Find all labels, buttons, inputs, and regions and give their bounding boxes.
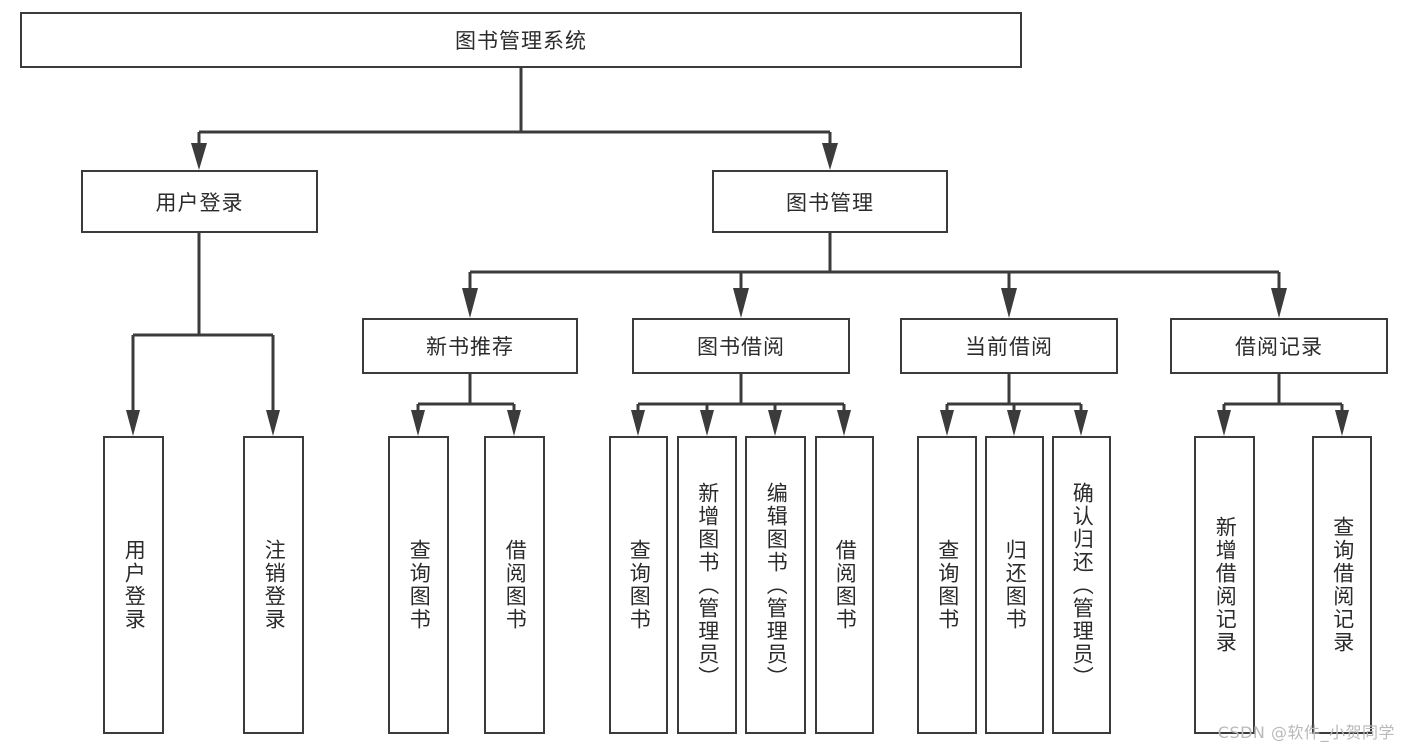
arrowhead-leaf-return-book: [1007, 410, 1021, 436]
node-new-book-rec-label: 新书推荐: [426, 335, 514, 359]
node-user-login-label: 用户登录: [155, 190, 244, 215]
arrowhead-leaf-borrow-book-rec: [507, 410, 521, 436]
arrowhead-leaf-query-book-borrow: [631, 410, 645, 436]
node-leaf-user-login-label: 用户登录: [122, 539, 147, 631]
node-leaf-query-book-rec[interactable]: 查询图书: [388, 436, 449, 734]
arrowhead-current-borrow: [1001, 288, 1017, 318]
node-book-manage[interactable]: 图书管理: [712, 170, 948, 233]
node-user-login[interactable]: 用户登录: [81, 170, 318, 233]
arrowhead-leaf-add-record: [1217, 410, 1231, 436]
arrowhead-book-borrow: [733, 288, 749, 318]
arrowhead-leaf-query-record: [1335, 410, 1349, 436]
node-leaf-add-record[interactable]: 新增借阅记录: [1194, 436, 1255, 734]
node-leaf-add-record-label: 新增借阅记录: [1213, 516, 1238, 654]
node-root-label: 图书管理系统: [455, 29, 587, 53]
node-leaf-borrow-book-rec-label: 借阅图书: [503, 539, 528, 631]
arrowhead-leaf-query-book-rec: [411, 410, 425, 436]
arrowhead-leaf-edit-book: [768, 410, 782, 436]
node-leaf-return-book[interactable]: 归还图书: [985, 436, 1044, 734]
arrowhead-leaf-confirm-return: [1074, 410, 1088, 436]
node-leaf-query-book-rec-label: 查询图书: [407, 539, 432, 631]
node-leaf-add-book[interactable]: 新增图书（管理员）: [677, 436, 737, 734]
node-leaf-edit-book-label: 编辑图书（管理员）: [764, 481, 789, 689]
arrowhead-book-manage: [822, 143, 838, 170]
arrowhead-borrow-record: [1271, 288, 1287, 318]
node-book-borrow[interactable]: 图书借阅: [632, 318, 850, 374]
node-leaf-edit-book[interactable]: 编辑图书（管理员）: [745, 436, 806, 734]
connector-lines: [131, 68, 1344, 410]
node-current-borrow[interactable]: 当前借阅: [900, 318, 1118, 374]
arrowhead-user-login: [191, 143, 207, 170]
node-new-book-rec[interactable]: 新书推荐: [362, 318, 578, 374]
node-leaf-query-book-current-label: 查询图书: [935, 539, 960, 631]
arrowhead-leaf-borrow-book: [837, 410, 851, 436]
node-leaf-confirm-return-label: 确认归还（管理员）: [1070, 481, 1095, 689]
node-leaf-query-book-borrow[interactable]: 查询图书: [609, 436, 668, 734]
node-borrow-record[interactable]: 借阅记录: [1170, 318, 1388, 374]
node-leaf-confirm-return[interactable]: 确认归还（管理员）: [1052, 436, 1111, 734]
arrowhead-leaf-query-book-current: [940, 410, 954, 436]
node-leaf-user-login[interactable]: 用户登录: [103, 436, 164, 734]
arrow-heads: [126, 143, 1349, 436]
node-leaf-query-book-current[interactable]: 查询图书: [917, 436, 977, 734]
node-leaf-borrow-book-rec[interactable]: 借阅图书: [484, 436, 545, 734]
node-book-manage-label: 图书管理: [786, 190, 874, 215]
node-leaf-user-logout-label: 注销登录: [262, 539, 287, 631]
arrowhead-leaf-add-book: [700, 410, 714, 436]
node-leaf-query-record[interactable]: 查询借阅记录: [1312, 436, 1372, 734]
node-leaf-query-record-label: 查询借阅记录: [1330, 516, 1355, 654]
node-root[interactable]: 图书管理系统: [20, 12, 1022, 68]
arrowhead-leaf-user-login: [126, 410, 140, 436]
node-leaf-borrow-book[interactable]: 借阅图书: [815, 436, 874, 734]
node-leaf-return-book-label: 归还图书: [1003, 539, 1028, 631]
arrowhead-leaf-user-logout: [266, 410, 280, 436]
node-borrow-record-label: 借阅记录: [1235, 335, 1323, 359]
node-leaf-add-book-label: 新增图书（管理员）: [695, 481, 720, 689]
node-current-borrow-label: 当前借阅: [965, 335, 1053, 359]
node-leaf-user-logout[interactable]: 注销登录: [243, 436, 304, 734]
node-leaf-borrow-book-label: 借阅图书: [833, 539, 858, 631]
arrowhead-new-book-rec: [462, 288, 478, 318]
node-book-borrow-label: 图书借阅: [697, 335, 785, 359]
node-leaf-query-book-borrow-label: 查询图书: [627, 539, 652, 631]
